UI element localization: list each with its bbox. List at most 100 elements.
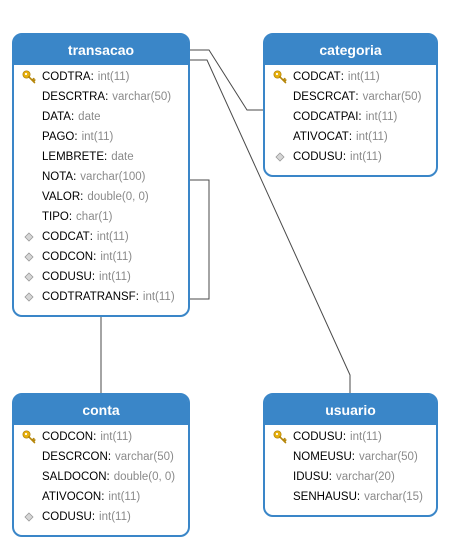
key-icon <box>22 70 36 84</box>
field-name: DESCRCAT <box>293 91 356 103</box>
field-name: ATIVOCAT <box>293 131 349 143</box>
field-name: PAGO <box>42 131 75 143</box>
field-type: int(11) <box>96 231 129 243</box>
blank-icon <box>22 190 36 204</box>
field-type: int(11) <box>99 511 131 523</box>
field-type: int(11) <box>347 71 380 83</box>
field-row[interactable]: CODTRA:int(11) <box>14 67 188 87</box>
blank-icon <box>273 450 287 464</box>
field-row[interactable]: DATA:date <box>14 107 188 127</box>
key-icon <box>273 70 287 84</box>
field-row[interactable]: DESCRTRA:varchar(50) <box>14 87 188 107</box>
field-type: varchar(50) <box>358 451 418 463</box>
field-type: varchar(15) <box>364 491 423 503</box>
field-name: CODTRATRANSF <box>42 291 136 303</box>
blank-icon <box>22 130 36 144</box>
field-separator: : <box>70 111 75 123</box>
field-name: CODTRA <box>42 71 91 83</box>
field-name: CODCON <box>42 431 94 443</box>
field-name: CODCAT <box>293 71 341 83</box>
field-separator: : <box>91 271 96 283</box>
field-name: TIPO <box>42 211 69 223</box>
field-type: double(0, 0) <box>113 471 176 483</box>
blank-icon <box>22 170 36 184</box>
field-row[interactable]: CODUSU:int(11) <box>265 147 436 167</box>
table-categoria[interactable]: categoria CODCAT:int(11)DESCRCAT:varchar… <box>263 33 438 177</box>
field-row[interactable]: VALOR:double(0, 0) <box>14 187 188 207</box>
field-row[interactable]: CODCAT:int(11) <box>265 67 436 87</box>
blank-icon <box>22 450 36 464</box>
field-row[interactable]: NOTA:varchar(100) <box>14 167 188 187</box>
field-name: CODCON <box>42 251 94 263</box>
table-conta[interactable]: conta CODCON:int(11)DESCRCON:varchar(50)… <box>12 393 190 537</box>
field-row[interactable]: TIPO:char(1) <box>14 207 188 227</box>
field-row[interactable]: SALDOCON:double(0, 0) <box>14 467 188 487</box>
field-row[interactable]: CODCAT:int(11) <box>14 227 188 247</box>
field-row[interactable]: SENHAUSU:varchar(15) <box>265 487 436 507</box>
blank-icon <box>273 110 287 124</box>
field-separator: : <box>340 71 344 83</box>
diamond-icon <box>22 510 36 524</box>
field-row[interactable]: PAGO:int(11) <box>14 127 188 147</box>
field-row[interactable]: CODUSU:int(11) <box>265 427 436 447</box>
field-name: CODUSU <box>293 431 343 443</box>
blank-icon <box>22 150 36 164</box>
field-row[interactable]: DESCRCON:varchar(50) <box>14 447 188 467</box>
diamond-icon <box>22 270 36 284</box>
field-row[interactable]: CODCON:int(11) <box>14 427 188 447</box>
field-type: varchar(50) <box>115 451 174 463</box>
field-separator: : <box>342 151 347 163</box>
field-name: CODUSU <box>42 511 92 523</box>
field-name: NOTA <box>42 171 74 183</box>
field-separator: : <box>328 471 332 483</box>
field-name: CODUSU <box>42 271 92 283</box>
blank-icon <box>22 490 36 504</box>
relation-line-categoria <box>189 49 264 111</box>
field-separator: : <box>89 231 93 243</box>
field-row[interactable]: DESCRCAT:varchar(50) <box>265 87 436 107</box>
field-name: DESCRTRA <box>42 91 106 103</box>
field-type: int(11) <box>350 151 382 163</box>
field-row[interactable]: LEMBRETE:date <box>14 147 188 167</box>
field-type: varchar(20) <box>335 471 395 483</box>
field-row[interactable]: CODTRATRANSF:int(11) <box>14 287 188 307</box>
field-separator: : <box>74 131 78 143</box>
field-row[interactable]: ATIVOCAT:int(11) <box>265 127 436 147</box>
field-row[interactable]: CODCON:int(11) <box>14 247 188 267</box>
field-name: ATIVOCON <box>42 491 102 503</box>
blank-icon <box>22 470 36 484</box>
field-name: VALOR <box>42 191 81 203</box>
field-type: int(11) <box>99 271 131 283</box>
field-separator: : <box>93 251 97 263</box>
blank-icon <box>273 470 287 484</box>
field-row[interactable]: ATIVOCON:int(11) <box>14 487 188 507</box>
field-row[interactable]: CODUSU:int(11) <box>14 507 188 527</box>
field-type: varchar(50) <box>362 91 422 103</box>
relation-line-usuario <box>189 59 351 394</box>
field-separator: : <box>73 171 77 183</box>
field-separator: : <box>135 291 139 303</box>
field-separator: : <box>348 131 353 143</box>
field-separator: : <box>358 111 362 123</box>
field-row[interactable]: CODCATPAI:int(11) <box>265 107 436 127</box>
field-separator: : <box>80 191 84 203</box>
table-usuario[interactable]: usuario CODUSU:int(11)NOMEUSU:varchar(50… <box>263 393 438 517</box>
blank-icon <box>273 130 287 144</box>
field-row[interactable]: IDUSU:varchar(20) <box>265 467 436 487</box>
field-separator: : <box>342 431 347 443</box>
table-title: usuario <box>265 395 436 425</box>
field-separator: : <box>351 451 355 463</box>
field-separator: : <box>91 511 96 523</box>
field-row[interactable]: NOMEUSU:varchar(50) <box>265 447 436 467</box>
blank-icon <box>273 490 287 504</box>
diamond-icon <box>22 290 36 304</box>
field-separator: : <box>105 91 109 103</box>
table-title: categoria <box>265 35 436 65</box>
table-transacao[interactable]: transacao CODTRA:int(11)DESCRTRA:varchar… <box>12 33 190 317</box>
field-row[interactable]: CODUSU:int(11) <box>14 267 188 287</box>
blank-icon <box>22 110 36 124</box>
table-title: transacao <box>14 35 188 65</box>
diamond-icon <box>22 230 36 244</box>
field-name: CODUSU <box>293 151 343 163</box>
field-separator: : <box>93 431 97 443</box>
